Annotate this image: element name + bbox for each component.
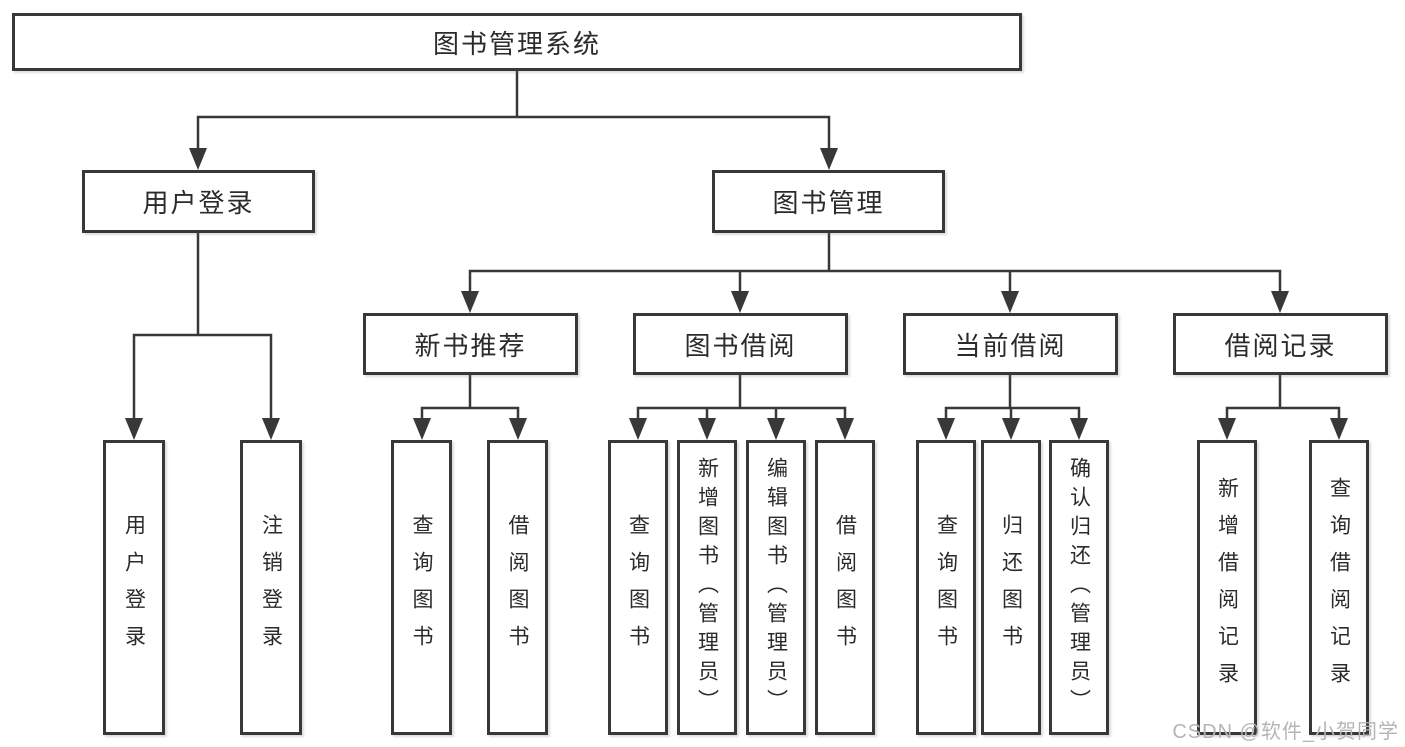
leaf-query-books-borrow: 查询图书 (608, 440, 668, 735)
leaf-query-borrow-record: 查询借阅记录 (1309, 440, 1369, 735)
leaf-confirm-return-admin: 确认归还（管理员） (1049, 440, 1109, 735)
leaf-confirm-return-admin-label: 确认归还（管理员） (1067, 457, 1091, 718)
leaf-add-books-admin-label: 新增图书（管理员） (695, 457, 719, 718)
leaf-add-books-admin: 新增图书（管理员） (677, 440, 737, 735)
leaf-query-books-borrow-label: 查询图书 (626, 513, 650, 662)
leaf-logout: 注销登录 (240, 440, 302, 735)
leaf-edit-books-admin-label: 编辑图书（管理员） (764, 457, 788, 718)
leaf-query-books-recommend: 查询图书 (391, 440, 452, 735)
leaf-add-borrow-record-label: 新增借阅记录 (1215, 476, 1239, 699)
node-new-book-recommend: 新书推荐 (363, 313, 578, 375)
node-new-book-recommend-label: 新书推荐 (414, 330, 527, 361)
leaf-edit-books-admin: 编辑图书（管理员） (746, 440, 806, 735)
leaf-return-books: 归还图书 (981, 440, 1041, 735)
leaf-query-books-recommend-label: 查询图书 (410, 513, 433, 662)
leaf-logout-label: 注销登录 (259, 513, 283, 662)
node-library-system: 图书管理系统 (12, 13, 1022, 71)
node-user-login-label: 用户登录 (142, 188, 255, 218)
leaf-borrow-books-recommend-label: 借阅图书 (506, 513, 529, 662)
node-book-borrow-label: 图书借阅 (684, 330, 797, 361)
node-library-system-label: 图书管理系统 (432, 28, 601, 59)
node-current-borrow: 当前借阅 (903, 313, 1118, 375)
leaf-borrow-books-label: 借阅图书 (833, 513, 857, 662)
node-current-borrow-label: 当前借阅 (954, 330, 1067, 361)
leaf-borrow-books: 借阅图书 (815, 440, 875, 735)
node-book-borrow: 图书借阅 (633, 313, 848, 375)
node-user-login: 用户登录 (82, 170, 315, 233)
leaf-borrow-books-recommend: 借阅图书 (487, 440, 548, 735)
leaf-add-borrow-record: 新增借阅记录 (1197, 440, 1257, 735)
node-borrow-records-label: 借阅记录 (1224, 330, 1337, 361)
leaf-query-books-current-label: 查询图书 (934, 513, 958, 662)
node-book-management-label: 图书管理 (772, 188, 885, 218)
leaf-user-login: 用户登录 (103, 440, 165, 735)
node-borrow-records: 借阅记录 (1173, 313, 1388, 375)
watermark: CSDN @软件_小贺同学 (1172, 721, 1399, 743)
leaf-query-books-current: 查询图书 (916, 440, 976, 735)
leaf-query-borrow-record-label: 查询借阅记录 (1327, 476, 1351, 699)
leaf-return-books-label: 归还图书 (999, 513, 1023, 662)
node-book-management: 图书管理 (712, 170, 945, 233)
leaf-user-login-label: 用户登录 (122, 513, 146, 662)
